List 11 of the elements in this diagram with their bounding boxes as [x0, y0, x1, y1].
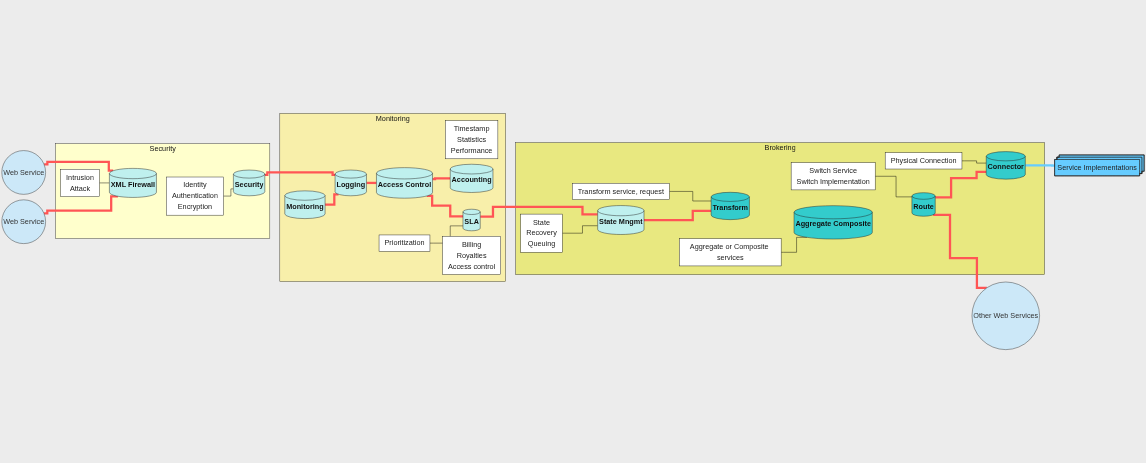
connector	[480, 205, 598, 218]
connector	[935, 170, 987, 199]
connector	[43, 195, 118, 215]
connector	[432, 177, 451, 181]
connector	[264, 171, 336, 177]
connector	[933, 213, 987, 289]
connector	[644, 209, 712, 222]
connector	[1025, 164, 1055, 167]
connector	[325, 193, 339, 206]
connector	[44, 160, 114, 172]
connector	[426, 194, 463, 218]
